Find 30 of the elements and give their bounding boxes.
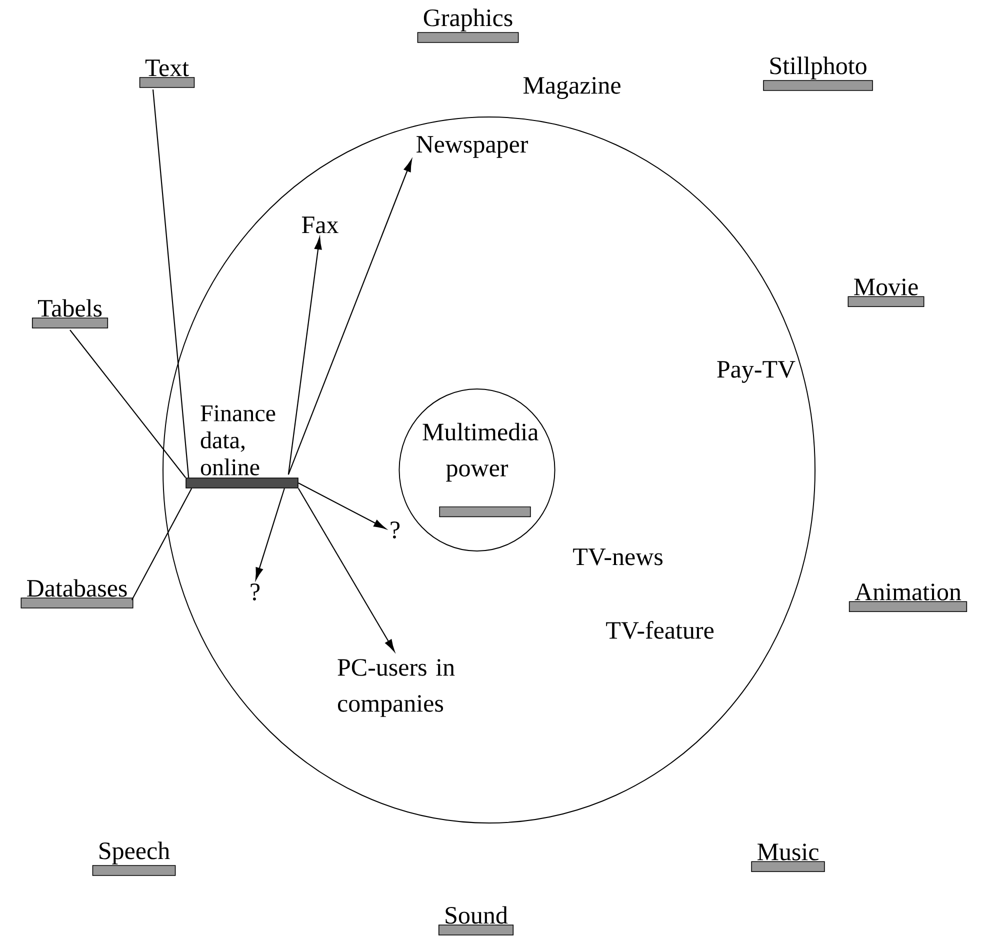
underlined-label: Text bbox=[139, 60, 195, 88]
ring-outline bbox=[162, 116, 816, 824]
underlined-label: Music bbox=[751, 844, 825, 872]
target-text: ? bbox=[390, 522, 400, 538]
underlined-label: Graphics bbox=[417, 8, 519, 43]
arrow bbox=[288, 159, 412, 475]
underlined-label: Sound bbox=[438, 906, 514, 936]
underlined-label: Databases bbox=[20, 579, 134, 608]
medium-label: TV-news bbox=[573, 548, 662, 566]
connector-line bbox=[152, 89, 190, 478]
arrow bbox=[255, 488, 285, 580]
underlined-label: Tabels bbox=[32, 299, 108, 328]
target-text: PC-users in companies bbox=[338, 659, 455, 717]
data-bar: Finance data, online bbox=[186, 405, 298, 488]
connector-line bbox=[70, 330, 186, 478]
connector-line bbox=[131, 488, 192, 600]
underlined-label: Speech bbox=[92, 842, 176, 876]
underlined-label: Movie bbox=[848, 278, 924, 307]
medium-label: Pay-TV bbox=[717, 361, 796, 383]
node-label: Finance data, online bbox=[200, 405, 276, 476]
medium-label: TV-feature bbox=[606, 621, 714, 639]
medium-label: Magazine bbox=[523, 77, 620, 99]
arrow bbox=[298, 482, 386, 530]
target-text: ? bbox=[250, 584, 260, 600]
target-text: Newspaper bbox=[416, 136, 528, 158]
underlined-label: Stillphoto bbox=[763, 56, 873, 91]
target-text: Fax bbox=[302, 216, 338, 234]
arrow bbox=[298, 488, 395, 652]
underlined-label: Animation bbox=[848, 584, 968, 612]
arrow bbox=[288, 237, 322, 475]
